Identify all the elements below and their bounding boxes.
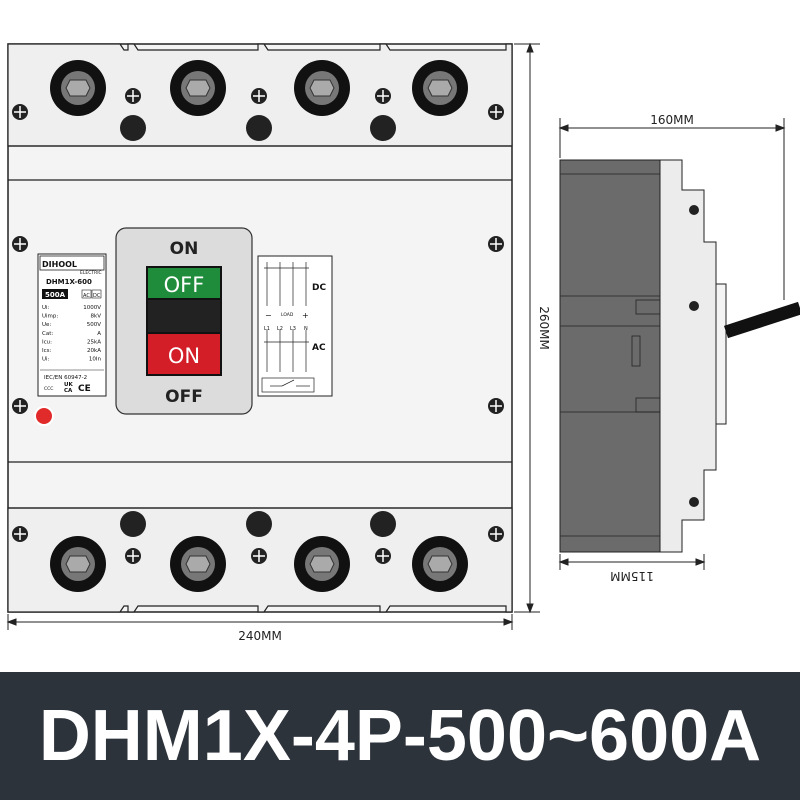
spec-value: 20kA [87,348,101,354]
bottom-screws [120,511,396,564]
label-model: DHM1X-600 [46,278,92,286]
mark-ukca-1: UK [64,382,73,388]
spec-value: 500V [87,322,101,328]
spec-key: Ui: [42,305,50,311]
rating-label: DIHOOL ELECTRIC DHM1X-600 500A AC DC Ui:… [37,253,107,397]
spec-key: Uimp: [42,314,58,320]
handle-panel: ON OFF ON OFF [115,227,253,415]
off-window-text: OFF [164,273,205,297]
phase-l2: L2 [277,326,283,332]
depth-top-label: 160MM [650,113,694,127]
wiring-load: LOAD [281,312,294,318]
side-handle [723,301,800,339]
bottom-terminal-4 [412,536,468,592]
spec-value: 10In [89,357,102,363]
phase-n: N [304,326,308,332]
side-body [559,159,661,553]
depth-bottom-dimension [558,554,706,570]
spec-key: Cat: [42,331,53,337]
top-terminal-3 [294,60,350,116]
top-terminal-1 [50,60,106,116]
on-window [148,334,220,374]
height-label: 260MM [537,306,551,350]
height-dimension [514,42,540,614]
bottom-terminal-2 [170,536,226,592]
side-cover [659,159,717,553]
breaker-drawing: DIHOOL ELECTRIC DHM1X-600 500A AC DC Ui:… [6,42,800,643]
phase-l3: L3 [290,326,296,332]
spec-value: 25kA [87,339,101,345]
width-dimension [6,614,514,630]
spec-value: 8kV [91,314,102,320]
depth-bottom-label: 115MM [610,569,654,583]
handle-off-bottom: OFF [165,387,203,407]
depth-top-dimension [558,118,786,300]
breaker-svg: DIHOOL ELECTRIC DHM1X-600 500A AC DC Ui:… [6,42,800,643]
label-standard: IEC/EN 60947-2 [44,375,87,381]
bottom-terminal-1 [50,536,106,592]
wiring-minus: − [265,311,272,320]
side-view [559,159,800,553]
phase-l1: L1 [264,326,270,332]
label-rating: 500A [45,291,66,299]
brand-sub: ELECTRIC [80,270,102,276]
spec-value: 1000V [83,305,101,311]
spec-key: Ue: [42,322,51,328]
label-dc: DC [93,293,101,299]
brand-name: DIHOOL [42,260,77,269]
wiring-diagram: DC AC − LOAD + L1 L2 L3 N [257,255,333,397]
mark-ccc: CCC [44,386,53,392]
spec-key: Ics: [42,348,52,354]
top-terminal-2 [170,60,226,116]
width-label: 240MM [238,629,282,643]
spec-value: A [97,331,101,337]
spec-key: Icu: [42,339,52,345]
wiring-ac: AC [312,343,326,353]
off-window [148,268,220,298]
wiring-dc: DC [312,283,326,293]
model-banner: DHM1X-4P-500~600A [0,672,800,800]
handle-on-top: ON [170,239,199,259]
on-window-text: ON [168,344,200,368]
bottom-terminal-3 [294,536,350,592]
mark-ukca-2: CA [64,388,73,394]
trip-indicator [34,406,54,426]
label-ac: AC [83,293,90,299]
spec-key: Ui: [42,357,50,363]
model-title: DHM1X-4P-500~600A [38,696,762,776]
mark-ce: CE [78,384,91,394]
wiring-plus: + [302,311,309,320]
top-terminal-4 [412,60,468,116]
